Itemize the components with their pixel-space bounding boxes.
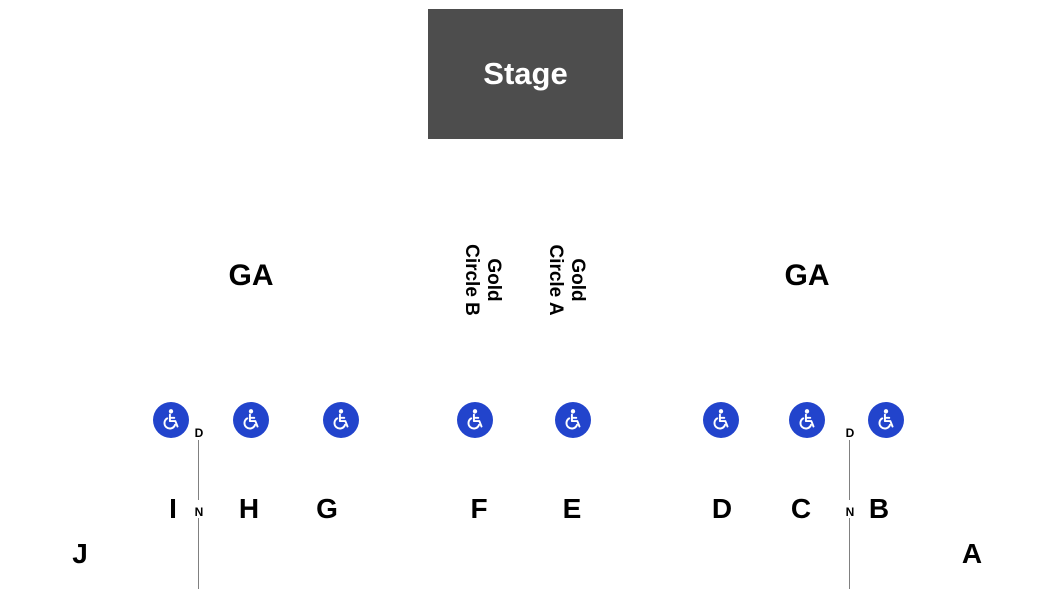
wheelchair-icon[interactable] (153, 402, 189, 438)
wheelchair-icon[interactable] (323, 402, 359, 438)
gold-circle-a-line2: Circle A (545, 244, 566, 316)
divider-line-right-upper (849, 440, 850, 500)
section-i[interactable]: I (169, 493, 177, 524)
divider-line-left-upper (198, 440, 199, 500)
stage-label: Stage (483, 56, 568, 91)
wheelchair-icon[interactable] (703, 402, 739, 438)
gold-circle-b-line2: Circle B (461, 244, 482, 316)
marker-d-left: D (194, 426, 204, 440)
wheelchair-glyph (713, 409, 729, 430)
wheelchair-icon[interactable] (555, 402, 591, 438)
marker-n-left: N (194, 505, 204, 519)
wheelchair-glyph (333, 409, 349, 430)
wheelchair-glyph (243, 409, 259, 430)
wheelchair-icon[interactable] (789, 402, 825, 438)
section-g[interactable]: G (316, 493, 338, 524)
section-e[interactable]: E (562, 493, 582, 524)
gold-circle-a-line1: Gold (567, 258, 588, 302)
divider-line-right-lower (849, 518, 850, 589)
section-h[interactable]: H (238, 493, 260, 524)
section-ga-left[interactable]: GA (228, 259, 274, 292)
section-f[interactable]: F (470, 493, 488, 524)
divider-line-left-lower (198, 518, 199, 589)
stage: Stage (428, 9, 623, 139)
section-gold-circle-a[interactable]: Gold Circle A (544, 244, 588, 315)
gold-circle-b-line1: Gold (483, 258, 504, 302)
wheelchair-glyph (799, 409, 815, 430)
section-b[interactable]: B (868, 493, 890, 524)
wheelchair-glyph (467, 409, 483, 430)
marker-d-right: D (845, 426, 855, 440)
wheelchair-glyph (565, 409, 581, 430)
section-a[interactable]: A (961, 538, 983, 569)
section-d[interactable]: D (711, 493, 733, 524)
wheelchair-glyph (163, 409, 179, 430)
wheelchair-icon[interactable] (457, 402, 493, 438)
section-j[interactable]: J (72, 538, 88, 569)
section-c[interactable]: C (790, 493, 812, 524)
wheelchair-icon[interactable] (868, 402, 904, 438)
section-ga-right[interactable]: GA (784, 259, 830, 292)
marker-n-right: N (845, 505, 855, 519)
wheelchair-glyph (878, 409, 894, 430)
wheelchair-icon[interactable] (233, 402, 269, 438)
section-gold-circle-b[interactable]: Gold Circle B (460, 244, 504, 316)
